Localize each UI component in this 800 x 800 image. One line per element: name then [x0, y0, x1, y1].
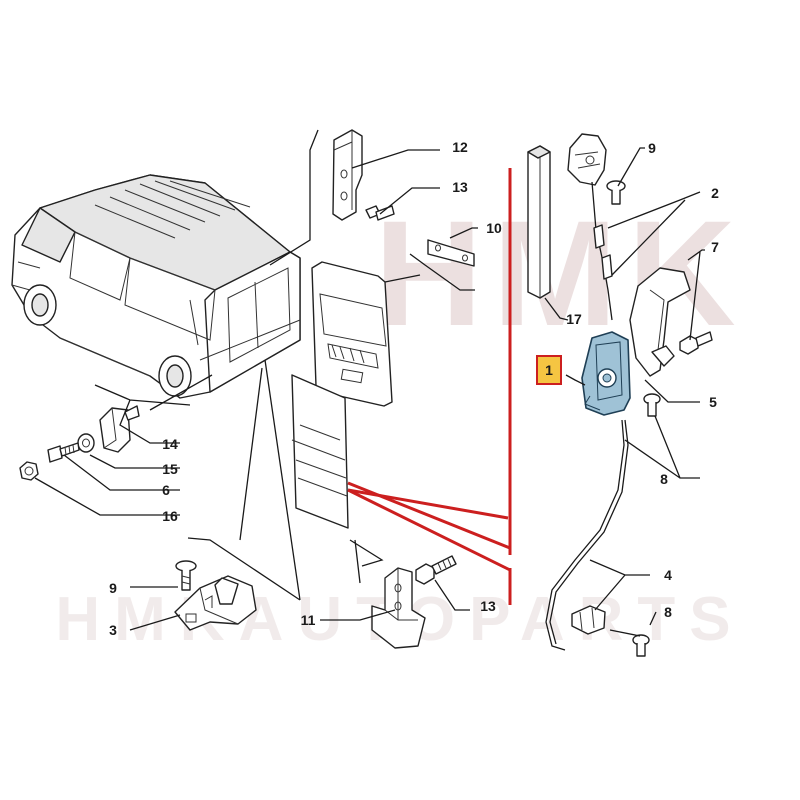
part-labels: 1 2 3 4 5 6 7 8 8 9 9 10 11 12 13 13 14 … [109, 139, 719, 638]
part-4-cable-assembly [545, 419, 629, 651]
part-9-screw-bottom [175, 560, 197, 591]
label-13-bottom: 13 [480, 598, 496, 614]
label-13-top: 13 [452, 179, 468, 195]
part-16-nut [19, 461, 39, 481]
label-14: 14 [162, 436, 178, 452]
label-1-highlight-box [536, 355, 562, 385]
part-13-bolt-bottom [415, 555, 457, 585]
rear-door-lower-panel [291, 374, 349, 529]
leaders-right [544, 147, 705, 637]
part-12-hinge [332, 129, 363, 221]
part-14-bumper-block [99, 405, 140, 453]
part-7-handle [629, 267, 691, 377]
label-6: 6 [162, 482, 170, 498]
part-17-seal-strip [527, 145, 551, 299]
part-9-screw-top [606, 180, 626, 205]
leaders-middle [269, 129, 478, 291]
label-15: 15 [162, 461, 178, 477]
label-9-top: 9 [648, 140, 656, 156]
part-11-hinge-bracket [371, 567, 426, 649]
part-15-washer [77, 433, 95, 453]
leaders-bottom [129, 359, 470, 631]
label-3: 3 [109, 622, 117, 638]
part-8-screw-upper [643, 393, 661, 417]
label-8-lower: 8 [664, 604, 672, 620]
part-10-plate [427, 239, 475, 267]
leaders-left [34, 374, 213, 516]
watermark-top: HMK [374, 189, 746, 357]
label-8-upper: 8 [660, 471, 668, 487]
part-2-upper-latch [567, 133, 613, 321]
label-11: 11 [301, 612, 316, 628]
label-2: 2 [711, 185, 719, 201]
label-12: 12 [452, 139, 468, 155]
label-10: 10 [486, 220, 502, 236]
van-illustration [11, 174, 301, 399]
label-4: 4 [664, 567, 672, 583]
label-16: 16 [162, 508, 178, 524]
part-3-striker-plate [174, 575, 257, 631]
part-8-screw-lower [632, 634, 650, 657]
part-1-latch-highlighted [581, 331, 631, 416]
label-9-bottom: 9 [109, 580, 117, 596]
part-6-bolt [47, 442, 80, 463]
rear-door-upper [311, 261, 393, 407]
part-13-screw-top [365, 205, 395, 221]
label-17: 17 [566, 311, 582, 327]
red-callout-lines [347, 168, 512, 605]
label-7: 7 [711, 239, 719, 255]
label-1: 1 [545, 362, 553, 378]
label-5: 5 [709, 394, 717, 410]
